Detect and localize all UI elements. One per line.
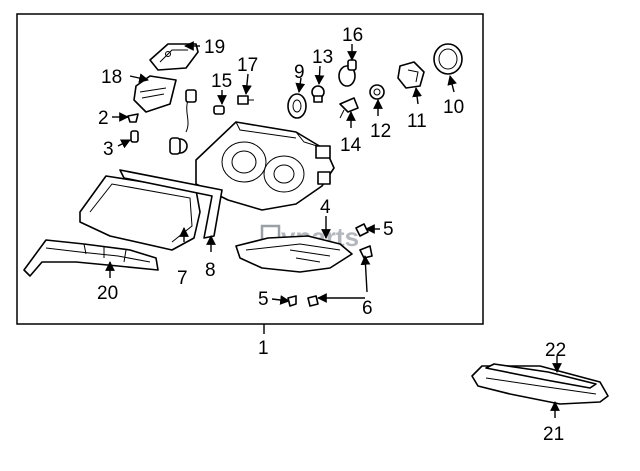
callout-1: 1 <box>258 338 269 359</box>
part-10-cover <box>433 43 463 75</box>
part-5-clip-bottom <box>287 295 297 307</box>
part-15-socket <box>213 105 225 115</box>
callout-5-upper: 5 <box>383 219 394 240</box>
callout-14: 14 <box>340 135 362 156</box>
callout-20: 20 <box>97 283 118 304</box>
xenon-bulb-with-cable <box>169 89 197 155</box>
part-11-socket <box>397 61 425 89</box>
part-6-clip-bottom <box>307 295 319 307</box>
callout-6: 6 <box>362 298 373 319</box>
assembly-frame <box>16 13 484 325</box>
callout-18: 18 <box>101 67 122 88</box>
callout-10: 10 <box>443 97 464 118</box>
part-18-control-unit <box>133 75 177 113</box>
callout-3: 3 <box>103 139 114 160</box>
callout-4: 4 <box>320 197 331 218</box>
part-12-cap <box>369 84 385 100</box>
callout-13: 13 <box>312 47 333 68</box>
callout-9: 9 <box>294 62 305 83</box>
part-4-lower-bracket <box>235 235 353 273</box>
part-16-bulb <box>338 59 357 87</box>
part-13-bulb <box>311 85 325 103</box>
part-17-screw <box>237 95 254 105</box>
callout-12: 12 <box>370 121 391 142</box>
callout-19: 19 <box>204 37 225 58</box>
callout-17: 17 <box>237 55 258 76</box>
callout-2: 2 <box>98 108 109 129</box>
callout-15: 15 <box>211 71 232 92</box>
callout-8: 8 <box>205 260 216 281</box>
part-20-trim-strip <box>23 239 159 277</box>
leader-lines <box>105 41 562 418</box>
callout-16: 16 <box>342 25 363 46</box>
part-19-bracket <box>149 43 199 71</box>
part-2-clip <box>127 113 139 123</box>
part-14-holder <box>339 97 359 119</box>
callout-labels: 1 2 3 4 5 5 6 7 8 9 10 11 12 13 14 15 16… <box>97 25 566 445</box>
callout-22: 22 <box>545 340 566 361</box>
part-6-clip-top <box>359 245 373 259</box>
part-21-22-fog-trim <box>471 363 609 405</box>
callout-21: 21 <box>543 424 564 445</box>
part-3-bulb <box>130 130 139 143</box>
callout-11: 11 <box>407 111 427 132</box>
callout-5-lower: 5 <box>258 289 269 310</box>
callout-7: 7 <box>177 268 188 289</box>
part-8-gasket <box>119 169 223 239</box>
part-9-bulb <box>287 93 307 119</box>
